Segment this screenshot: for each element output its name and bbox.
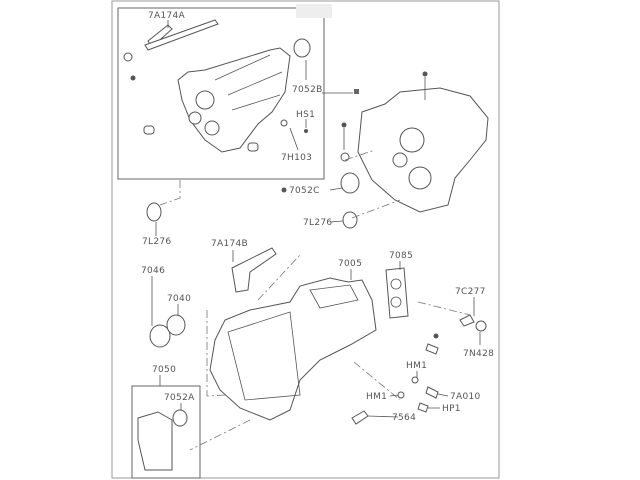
shift-rail-7A174B: [231, 247, 277, 293]
label-7052C: 7052C: [289, 186, 320, 196]
shift-rail: [144, 19, 219, 51]
label-HM1-upper: HM1: [406, 361, 427, 371]
seal-7L276-left: [146, 202, 162, 222]
bolt: [425, 343, 439, 355]
seal-7040: [166, 314, 186, 336]
switch-7C277: [459, 314, 475, 327]
label-HM1-lower: HM1: [366, 392, 387, 402]
plug-HP1: [417, 402, 429, 413]
label-7005: 7005: [338, 259, 362, 269]
seal-7L276-right: [342, 211, 358, 229]
label-7L276-left: 7L276: [142, 237, 171, 247]
main-transmission-case: [209, 277, 377, 421]
label-7L276-right: 7L276: [303, 218, 332, 228]
label-7C277: 7C277: [455, 287, 486, 297]
label-7A174B: 7A174B: [211, 239, 248, 249]
bearing-7046: [149, 324, 171, 348]
label-7H103: 7H103: [281, 153, 312, 163]
label-HP1: HP1: [442, 404, 461, 414]
magnet-HM1: [397, 391, 405, 399]
bearing-7052C: [340, 172, 360, 194]
cover-7564: [351, 410, 369, 425]
label-7085: 7085: [389, 251, 413, 261]
label-7050: 7050: [152, 365, 176, 375]
extension-housing-group-box: [117, 7, 325, 180]
label-7052B: 7052B: [292, 85, 323, 95]
outer-frame: [111, 0, 500, 479]
watermark-patch: [296, 4, 332, 18]
gasket-7085: [385, 267, 409, 319]
label-7040: 7040: [167, 294, 191, 304]
plug-7N428: [475, 320, 487, 332]
magnet-HM1: [411, 376, 419, 384]
front-bearing-retainer-group-box: [131, 385, 201, 479]
dowel: [247, 142, 259, 152]
extension-housing: [177, 47, 291, 153]
label-7564: 7564: [392, 413, 416, 423]
bolt: [123, 52, 133, 62]
vent-7H103: [280, 119, 288, 127]
label-7N428: 7N428: [463, 349, 494, 359]
front-bearing-retainer: [137, 411, 173, 471]
transfer-case-housing: [357, 87, 489, 213]
label-7A174A: 7A174A: [148, 11, 186, 21]
plug-7A010: [425, 386, 439, 399]
seal-7052A: [172, 409, 188, 427]
label-7046: 7046: [141, 266, 165, 276]
label-7A010: 7A010: [450, 392, 481, 402]
label-HS1: HS1: [296, 110, 315, 120]
label-7052A: 7052A: [164, 393, 195, 403]
seal-7052B: [293, 38, 311, 58]
dowel: [143, 125, 155, 135]
